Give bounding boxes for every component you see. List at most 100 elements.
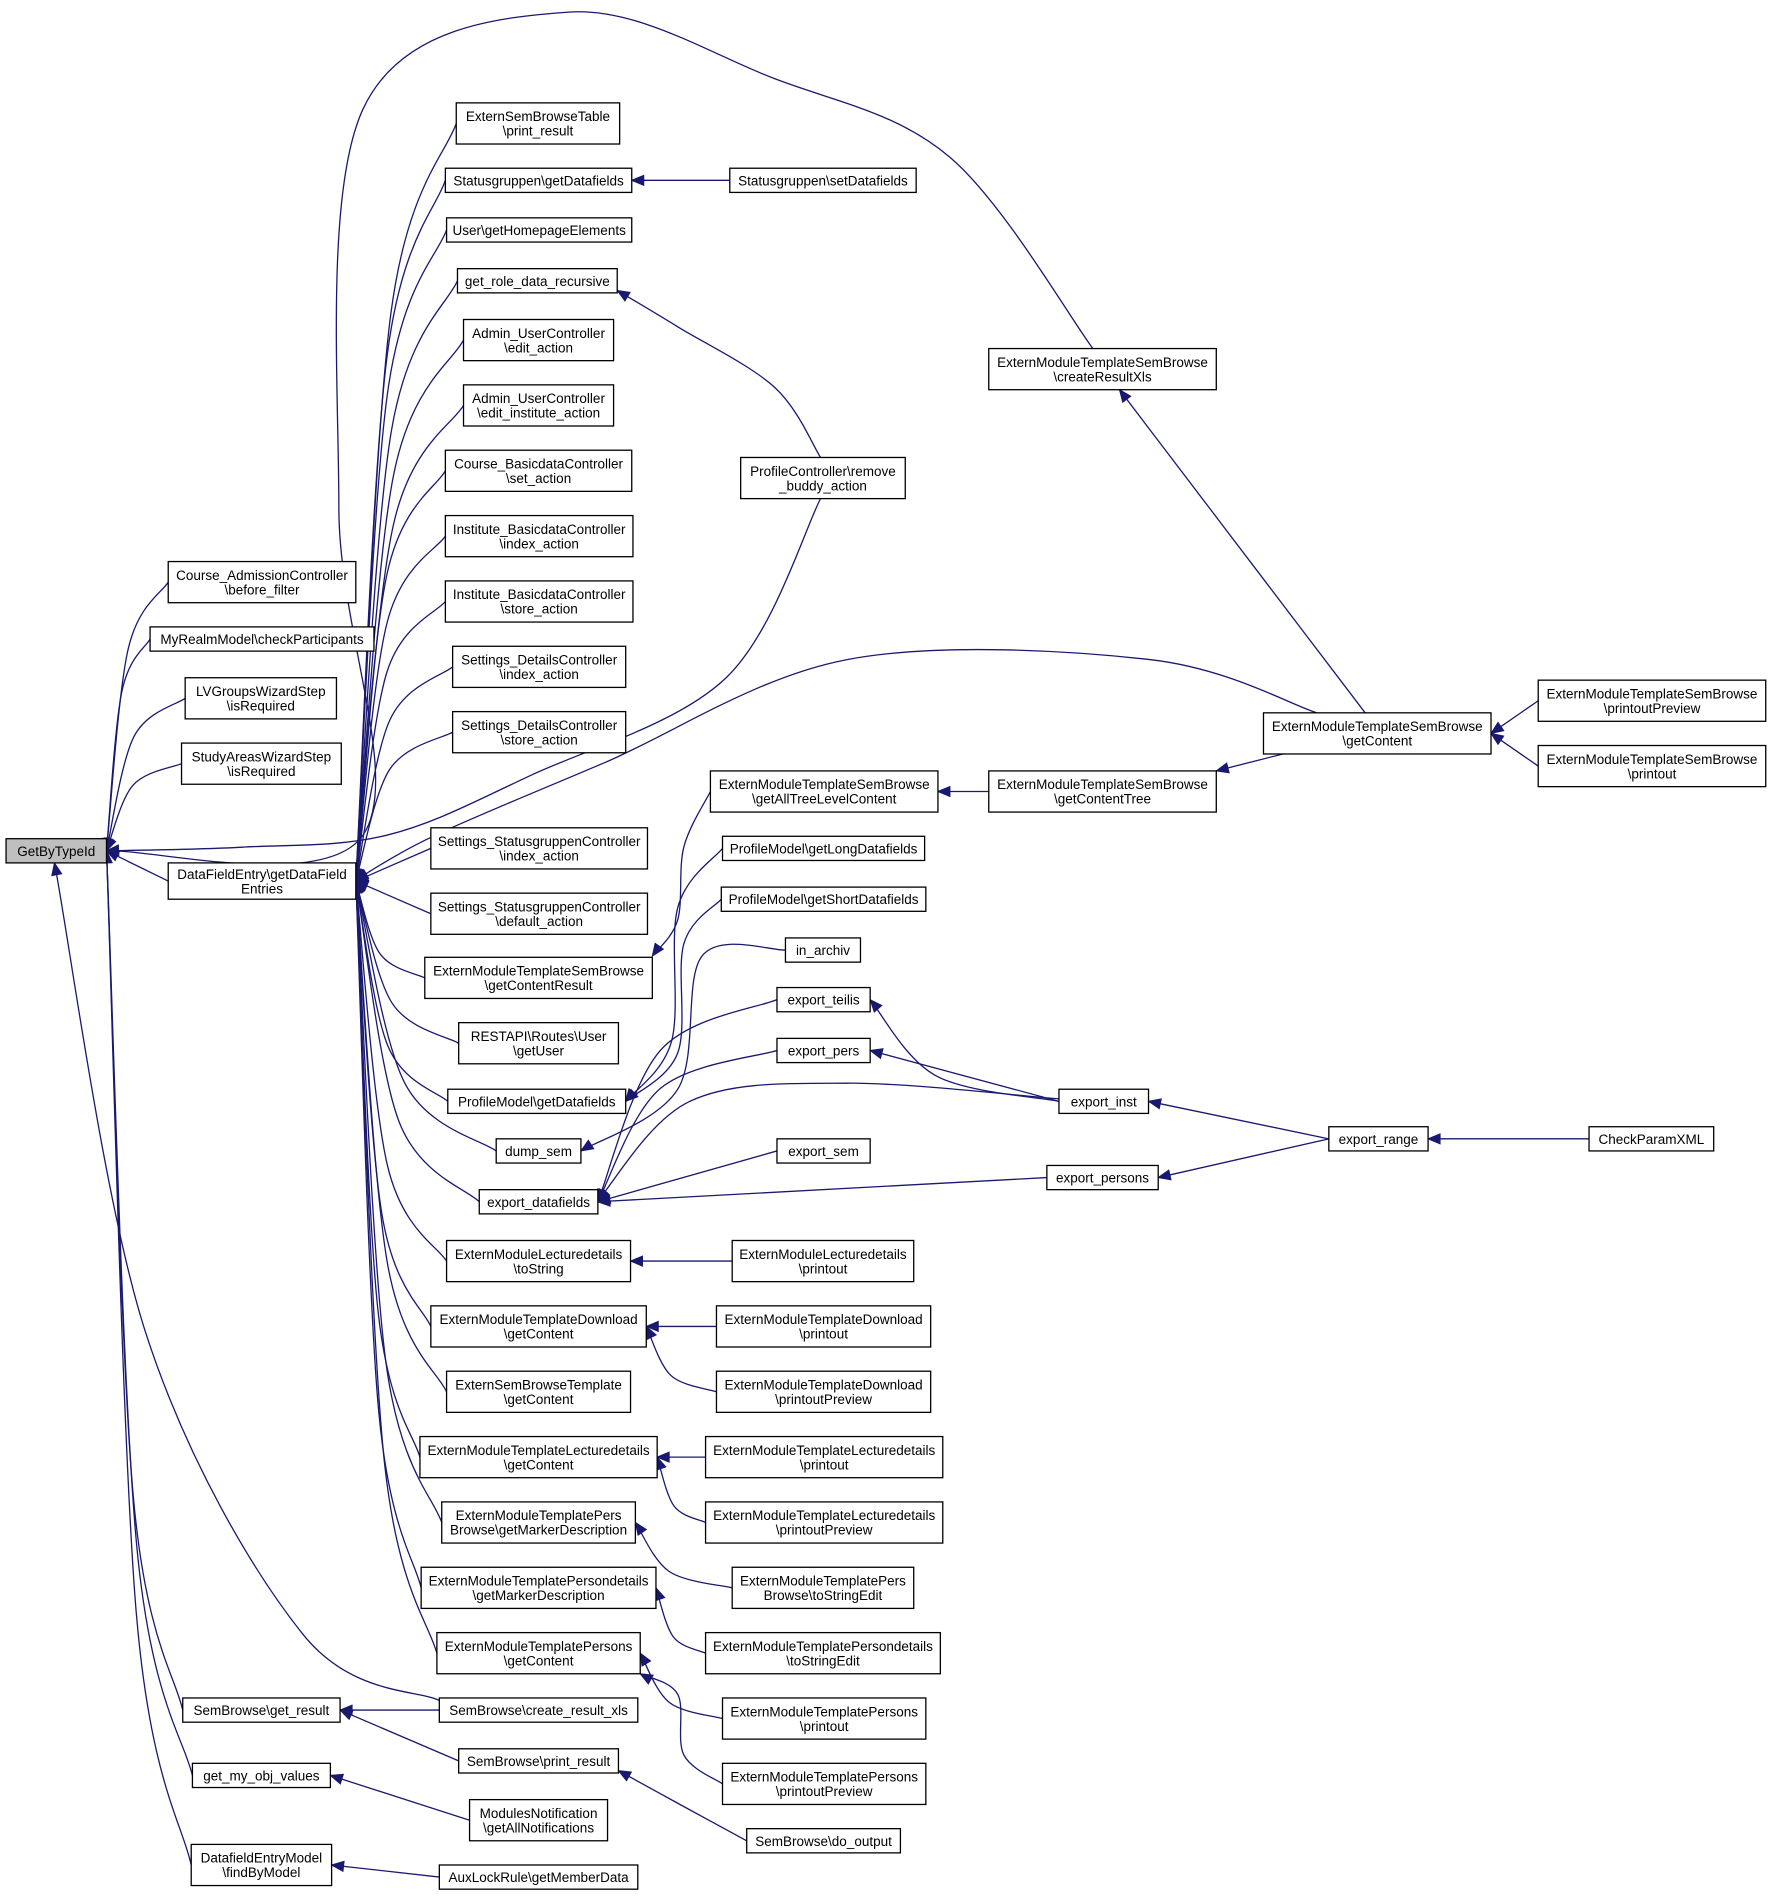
graph-node-sembrowse-do-output[interactable]: SemBrowse\do_output — [746, 1828, 902, 1854]
graph-node-inst-basic-store[interactable]: Institute_BasicdataController\store_acti… — [444, 580, 634, 623]
graph-node-emtp-printout[interactable]: ExternModuleTemplatePersons\printout — [721, 1697, 927, 1740]
graph-node-studyareas[interactable]: StudyAreasWizardStep\isRequired — [180, 742, 342, 785]
graph-node-admin-user-edit-inst[interactable]: Admin_UserController\edit_institute_acti… — [462, 384, 615, 427]
edge-line — [634, 1522, 733, 1589]
graph-node-emtld-preview[interactable]: ExternModuleTemplateLecturedetails\print… — [704, 1501, 944, 1544]
graph-node-checkparamxml[interactable]: CheckParamXML — [1588, 1126, 1715, 1152]
graph-node-sembrowse-print[interactable]: SemBrowse\print_result — [458, 1748, 620, 1774]
graph-node-export-sem[interactable]: export_sem — [776, 1138, 871, 1164]
graph-node-export-inst[interactable]: export_inst — [1058, 1088, 1150, 1115]
graph-node-in-archiv[interactable]: in_archiv — [784, 937, 862, 963]
graph-node-emtpb-tostringedit[interactable]: ExternModuleTemplatePersBrowse\toStringE… — [731, 1566, 915, 1610]
graph-node-sembrowse-get-result[interactable]: SemBrowse\get_result — [182, 1697, 341, 1723]
graph-node-export-range[interactable]: export_range — [1328, 1126, 1429, 1152]
graph-node-get-role-data[interactable]: get_role_data_recursive — [456, 268, 618, 294]
node-label: ExternModuleTemplatePers — [740, 1574, 906, 1589]
edge-line — [355, 535, 446, 882]
node-label: \printout — [799, 1261, 848, 1276]
graph-node-myrealm[interactable]: MyRealmModel\checkParticipants — [149, 626, 375, 652]
graph-node-statusgruppen-set[interactable]: Statusgruppen\setDatafields — [729, 167, 917, 194]
graph-edge-get-my-obj-values-to-GetByTypeId — [101, 849, 194, 1776]
node-box — [445, 1370, 632, 1413]
graph-node-emtsb-printout[interactable]: ExternModuleTemplateSemBrowse\printout — [1537, 744, 1767, 788]
node-label: get_my_obj_values — [203, 1768, 320, 1783]
graph-node-emtsb-getcontent[interactable]: ExternModuleTemplateSemBrowse\getContent — [1262, 712, 1492, 755]
graph-node-emtsb-getcontenttree[interactable]: ExternModuleTemplateSemBrowse\getContent… — [988, 770, 1217, 813]
graph-node-admin-user-edit[interactable]: Admin_UserController\edit_action — [462, 318, 615, 362]
edge-line — [355, 229, 448, 882]
graph-node-modules-notif[interactable]: ModulesNotification\getAllNotifications — [468, 1798, 609, 1842]
graph-node-statusgruppen-get[interactable]: Statusgruppen\getDatafields — [444, 167, 633, 194]
graph-node-emtsb-getcontentresult[interactable]: ExternModuleTemplateSemBrowse\getContent… — [424, 956, 653, 1000]
graph-node-profilemodel-long[interactable]: ProfileModel\getLongDatafields — [721, 835, 926, 862]
node-label: AuxLockRule\getMemberData — [449, 1870, 630, 1885]
graph-node-inst-basic-index[interactable]: Institute_BasicdataController\index_acti… — [444, 514, 634, 558]
graph-node-emtp-getcontent[interactable]: ExternModuleTemplatePersons\getContent — [436, 1631, 641, 1675]
graph-node-get-my-obj-values[interactable]: get_my_obj_values — [191, 1762, 332, 1789]
graph-node-emtpd-getmarker[interactable]: ExternModuleTemplatePersondetails\getMar… — [420, 1566, 657, 1610]
graph-node-emtd-preview[interactable]: ExternModuleTemplateDownload\printoutPre… — [715, 1370, 932, 1413]
graph-node-restapi-user[interactable]: RESTAPI\Routes\User\getUser — [458, 1022, 620, 1065]
node-label: ExternModuleTemplateSemBrowse — [719, 777, 930, 792]
node-label: ExternSemBrowseTemplate — [455, 1378, 622, 1393]
graph-node-dfem-find[interactable]: DatafieldEntryModel\findByModel — [190, 1843, 333, 1887]
graph-node-profile-remove-buddy[interactable]: ProfileController\remove_buddy_action — [740, 456, 906, 500]
graph-node-settings-details-store[interactable]: Settings_DetailsController\store_action — [451, 710, 627, 754]
node-box — [731, 1239, 915, 1283]
graph-node-export-datafields[interactable]: export_datafields — [478, 1189, 599, 1215]
graph-node-emtpb-getmarker[interactable]: ExternModuleTemplatePersBrowse\getMarker… — [441, 1501, 637, 1544]
graph-edge-checkparamxml-to-export-range — [1426, 1133, 1590, 1145]
node-box — [704, 1435, 944, 1479]
node-label: LVGroupsWizardStep — [196, 684, 326, 699]
graph-node-export-persons[interactable]: export_persons — [1046, 1164, 1159, 1191]
graph-edge-emld-printout-to-emld-tostring — [629, 1255, 733, 1267]
graph-node-emtsb-createxls[interactable]: ExternModuleTemplateSemBrowse\createResu… — [988, 347, 1217, 391]
graph-node-emtd-getcontent[interactable]: ExternModuleTemplateDownload\getContent — [430, 1305, 647, 1348]
graph-node-lvgroups[interactable]: LVGroupsWizardStep\isRequired — [184, 677, 338, 720]
node-label: Settings_StatusgruppenController — [438, 899, 641, 914]
node-label: SemBrowse\create_result_xls — [449, 1703, 628, 1718]
graph-node-GetByTypeId[interactable]: GetByTypeId — [5, 838, 108, 864]
graph-node-profilemodel-short[interactable]: ProfileModel\getShortDatafields — [720, 886, 927, 912]
edge-line — [355, 881, 443, 1523]
node-box — [746, 1828, 902, 1854]
graph-node-course-basic-set[interactable]: Course_BasicdataController\set_action — [444, 449, 633, 493]
edge-arrowhead — [617, 1769, 633, 1782]
node-label: ProfileController\remove — [750, 464, 896, 479]
node-label: ExternModuleTemplateSemBrowse — [433, 964, 644, 979]
graph-node-auxlock[interactable]: AuxLockRule\getMemberData — [438, 1864, 639, 1890]
graph-node-dump-sem[interactable]: dump_sem — [495, 1138, 582, 1164]
node-label: Statusgruppen\getDatafields — [453, 173, 624, 188]
graph-node-emtp-preview[interactable]: ExternModuleTemplatePersons\printoutPrev… — [721, 1762, 927, 1806]
graph-node-settings-status-index[interactable]: Settings_StatusgruppenController\index_a… — [430, 827, 649, 870]
graph-node-export-teilis[interactable]: export_teilis — [776, 986, 871, 1013]
graph-node-course-admission[interactable]: Course_AdmissionController\before_filter — [167, 560, 357, 604]
graph-node-emtd-printout[interactable]: ExternModuleTemplateDownload\printout — [715, 1305, 932, 1348]
graph-node-extsemtemplate-getcontent[interactable]: ExternSemBrowseTemplate\getContent — [445, 1370, 632, 1413]
graph-node-emtld-printout[interactable]: ExternModuleTemplateLecturedetails\print… — [704, 1435, 944, 1479]
graph-node-emld-tostring[interactable]: ExternModuleLecturedetails\toString — [445, 1239, 632, 1283]
graph-edge-emtpb-tostringedit-to-emtpb-getmarker — [634, 1521, 733, 1589]
node-label: \getContentResult — [485, 978, 593, 993]
graph-node-emtpd-tostringedit[interactable]: ExternModuleTemplatePersondetails\toStri… — [704, 1631, 942, 1675]
node-label: ExternSemBrowseTable — [466, 109, 610, 124]
node-box — [455, 102, 621, 145]
graph-node-profilemodel-getdf[interactable]: ProfileModel\getDatafields — [447, 1088, 627, 1115]
graph-node-export-pers[interactable]: export_pers — [776, 1037, 871, 1064]
graph-node-extsemtable-print[interactable]: ExternSemBrowseTable\print_result — [455, 102, 621, 145]
node-label: DataFieldEntry\getDataField — [177, 867, 347, 882]
node-label: export_datafields — [487, 1195, 590, 1210]
graph-node-settings-details-index[interactable]: Settings_DetailsController\index_action — [451, 645, 627, 689]
graph-node-emtsb-preview[interactable]: ExternModuleTemplateSemBrowse\printoutPr… — [1537, 679, 1767, 722]
node-label: \print_result — [503, 124, 574, 139]
graph-node-sembrowse-create-xls[interactable]: SemBrowse\create_result_xls — [438, 1697, 639, 1723]
graph-node-emld-printout[interactable]: ExternModuleLecturedetails\printout — [731, 1239, 915, 1283]
graph-edge-emtd-preview-to-emtd-getcontent — [645, 1325, 717, 1393]
node-label: \printoutPreview — [775, 1392, 872, 1407]
graph-node-emtsb-getalltree[interactable]: ExternModuleTemplateSemBrowse\getAllTree… — [709, 770, 939, 813]
graph-node-user-homepage[interactable]: User\getHomepageElements — [445, 217, 633, 243]
edge-line — [869, 1049, 1060, 1102]
graph-node-settings-status-default[interactable]: Settings_StatusgruppenController\default… — [430, 892, 649, 935]
graph-node-emtld-getcontent[interactable]: ExternModuleTemplateLecturedetails\getCo… — [419, 1435, 658, 1479]
